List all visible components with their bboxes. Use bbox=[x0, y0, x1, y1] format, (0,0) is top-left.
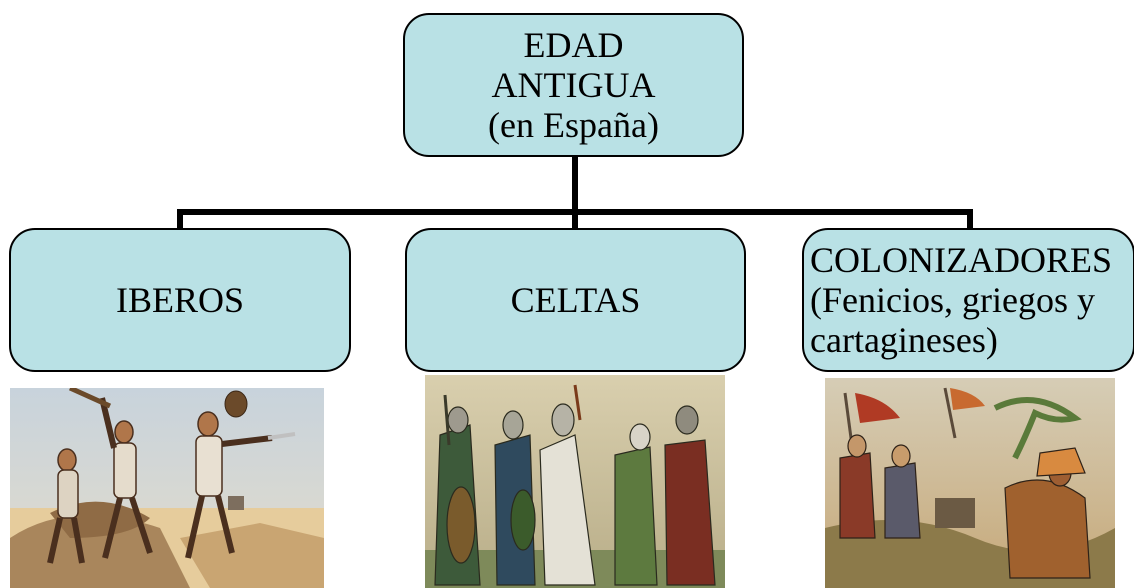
node-celtas: CELTAS bbox=[405, 228, 746, 372]
connector-celtas-drop bbox=[572, 209, 578, 229]
node-colonizadores-line-1: COLONIZADORES bbox=[810, 240, 1112, 280]
node-colonizadores-line-2: (Fenicios, griegos y bbox=[810, 280, 1095, 320]
connector-iberos-drop bbox=[177, 209, 183, 229]
node-colonizadores-line-3: cartagineses) bbox=[810, 320, 998, 360]
root-line-2: ANTIGUA bbox=[491, 65, 656, 105]
celtic-warriors-illustration bbox=[425, 375, 725, 588]
colonizers-illustration bbox=[825, 378, 1115, 588]
root-node-edad-antigua: EDAD ANTIGUA (en España) bbox=[403, 13, 744, 157]
connector-root-stem bbox=[572, 157, 578, 212]
node-colonizadores: COLONIZADORES (Fenicios, griegos y carta… bbox=[802, 228, 1134, 372]
root-line-3: (en España) bbox=[488, 105, 659, 145]
node-celtas-label: CELTAS bbox=[510, 280, 641, 320]
root-line-1: EDAD bbox=[523, 25, 624, 65]
node-iberos: IBEROS bbox=[9, 228, 351, 372]
node-iberos-label: IBEROS bbox=[115, 280, 245, 320]
iberian-warriors-illustration bbox=[10, 388, 324, 588]
connector-colonizadores-drop bbox=[967, 209, 973, 229]
